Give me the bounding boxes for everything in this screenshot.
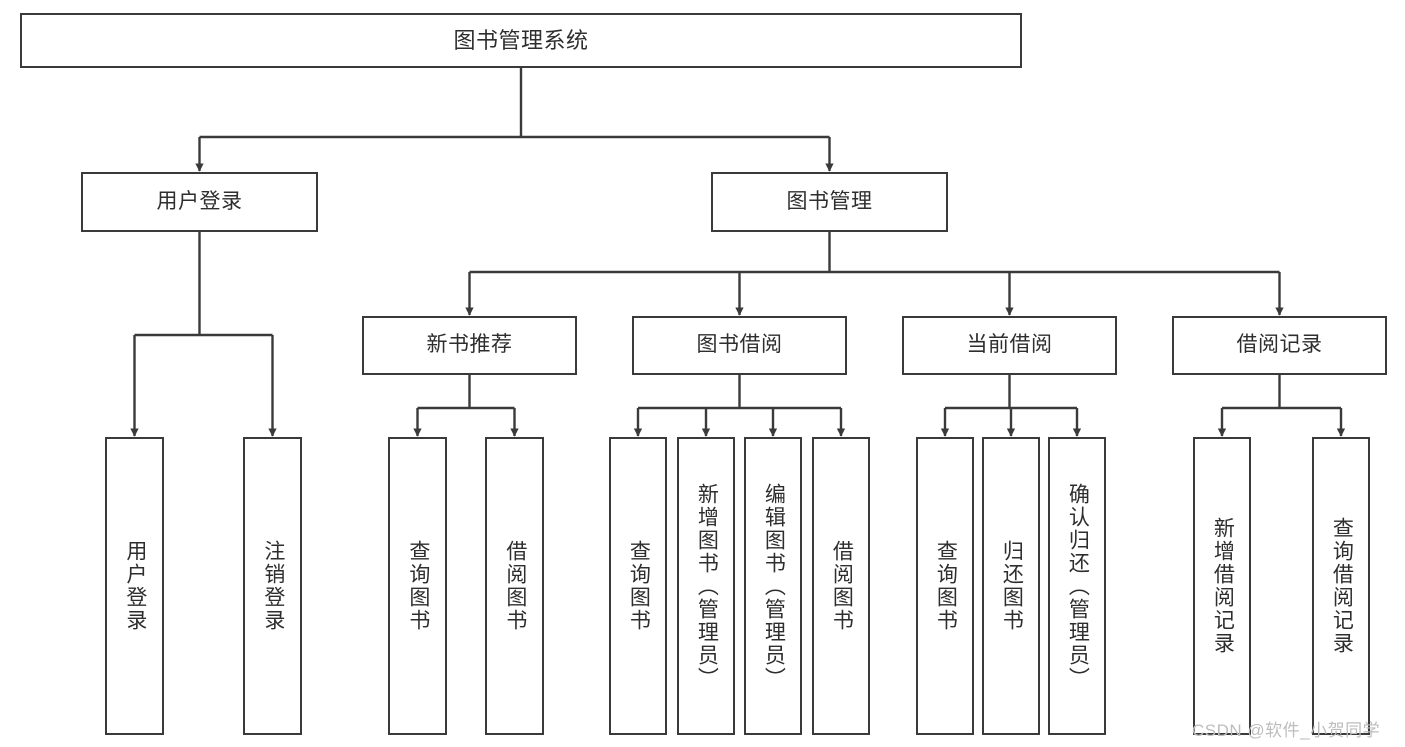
node-label: 当前借阅 — [966, 333, 1053, 357]
node-label: 新增借阅记录 — [1211, 517, 1235, 655]
csdn-watermark: CSDN @软件_小贺同学 — [1192, 721, 1381, 740]
node-leaf-rec-add: 新增借阅记录 — [1193, 437, 1251, 735]
node-label: 用户登录 — [123, 540, 147, 632]
node-login: 用户登录 — [81, 172, 318, 232]
node-borrow: 图书借阅 — [632, 316, 847, 375]
node-leaf-cur-confirm: 确认归还（管理员） — [1048, 437, 1106, 735]
node-leaf-user-logout: 注销登录 — [243, 437, 302, 735]
node-leaf-new-borrow: 借阅图书 — [485, 437, 544, 735]
node-label: 新增图书（管理员） — [695, 482, 719, 690]
node-leaf-borrow-add: 新增图书（管理员） — [677, 437, 735, 735]
node-label: 查询图书 — [406, 540, 430, 632]
node-leaf-borrow-edit: 编辑图书（管理员） — [744, 437, 802, 735]
node-current: 当前借阅 — [902, 316, 1117, 375]
node-root: 图书管理系统 — [20, 13, 1022, 68]
node-label: 借阅图书 — [503, 540, 527, 632]
node-label: 归还图书 — [1000, 540, 1024, 632]
node-leaf-borrow-lend: 借阅图书 — [812, 437, 870, 735]
node-label: 图书借阅 — [696, 333, 783, 357]
node-newbook: 新书推荐 — [362, 316, 577, 375]
node-leaf-cur-query: 查询图书 — [916, 437, 974, 735]
node-leaf-rec-query: 查询借阅记录 — [1312, 437, 1370, 735]
node-records: 借阅记录 — [1172, 316, 1387, 375]
node-leaf-borrow-query: 查询图书 — [609, 437, 667, 735]
node-label: 用户登录 — [156, 189, 243, 213]
node-label: 查询借阅记录 — [1330, 517, 1354, 655]
node-label: 新书推荐 — [426, 333, 513, 357]
node-label: 确认归还（管理员） — [1066, 482, 1090, 690]
node-label: 注销登录 — [261, 540, 285, 632]
node-label: 图书管理系统 — [453, 27, 589, 53]
node-bookmgmt: 图书管理 — [711, 172, 948, 232]
node-label: 借阅记录 — [1236, 333, 1323, 357]
edge-layer — [130, 68, 1346, 437]
node-label: 查询图书 — [627, 540, 651, 632]
node-leaf-user-login: 用户登录 — [105, 437, 164, 735]
node-label: 查询图书 — [934, 540, 958, 632]
node-leaf-new-query: 查询图书 — [388, 437, 447, 735]
node-label: 借阅图书 — [830, 540, 854, 632]
node-label: 编辑图书（管理员） — [762, 482, 786, 690]
node-leaf-cur-return: 归还图书 — [982, 437, 1040, 735]
node-label: 图书管理 — [786, 189, 873, 213]
